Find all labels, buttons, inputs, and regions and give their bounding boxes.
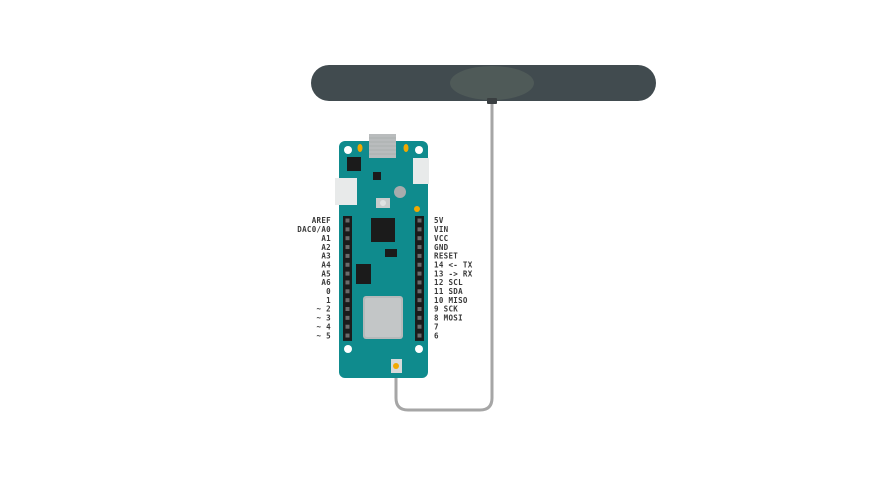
pin-header	[343, 216, 352, 341]
pin-label: VCC	[434, 234, 448, 243]
pin-label: 10 MISO	[434, 296, 468, 305]
pin	[417, 307, 422, 311]
pin-label: A5	[321, 269, 331, 278]
pin-label: 5V	[434, 216, 444, 225]
pin	[417, 227, 422, 232]
pin	[345, 218, 350, 223]
pin	[417, 245, 422, 250]
pin	[345, 289, 350, 294]
pin	[345, 333, 350, 338]
antenna-cable	[394, 104, 494, 412]
pin-label: 12 SCL	[434, 278, 463, 287]
pin	[417, 324, 422, 329]
pin	[345, 227, 350, 232]
pin	[417, 218, 422, 223]
pin-header	[415, 216, 424, 341]
pin-label: AREF	[312, 216, 331, 225]
pin-label: 11 SDA	[434, 287, 463, 296]
pin-label: 7	[434, 322, 439, 331]
mount-hole	[415, 146, 423, 154]
pin	[417, 253, 422, 258]
pin-label: A2	[321, 243, 331, 252]
pin	[345, 307, 350, 311]
pin	[345, 298, 350, 303]
antenna-highlight	[450, 66, 534, 100]
pin-label: ~ 5	[317, 331, 331, 340]
pin-label: 9 SCK	[434, 305, 458, 314]
pin	[345, 245, 350, 250]
pin	[417, 262, 422, 267]
mount-hole	[415, 345, 423, 353]
pin-label: A1	[321, 234, 331, 243]
pin-label: 6	[434, 331, 439, 340]
pin-label: A6	[321, 278, 331, 287]
pin-label: 1	[326, 296, 331, 305]
pin-label: A4	[321, 260, 331, 269]
pin	[345, 280, 350, 285]
pin-label: 14 <- TX	[434, 260, 473, 269]
pin	[417, 298, 422, 303]
pin-label: ~ 4	[317, 322, 332, 331]
pin-label: ~ 3	[317, 314, 332, 323]
mount-hole	[344, 146, 352, 154]
arduino-board	[335, 134, 429, 378]
mount-hole	[344, 345, 352, 353]
pin-label: GND	[434, 243, 449, 252]
pin	[417, 315, 422, 320]
pin-label: 13 -> RX	[434, 269, 473, 278]
right-header	[415, 216, 424, 341]
pin	[417, 333, 422, 338]
pin-label: 8 MOSI	[434, 314, 463, 323]
antenna-connector	[487, 98, 497, 104]
pin	[417, 289, 422, 294]
battery-connector	[335, 178, 357, 205]
pin	[345, 271, 350, 276]
pin	[417, 271, 422, 276]
pin-label: RESET	[434, 252, 458, 261]
pin	[345, 262, 350, 267]
pin	[345, 315, 350, 320]
pin	[417, 236, 422, 241]
pin-label: ~ 2	[317, 305, 331, 314]
pin	[417, 280, 422, 285]
pin	[345, 253, 350, 258]
power-connector	[413, 158, 429, 184]
pin	[345, 324, 350, 329]
pin-label: DAC0/A0	[297, 225, 331, 234]
pin-label: VIN	[434, 225, 449, 234]
left-header	[343, 216, 352, 341]
pin-label: A3	[321, 252, 331, 261]
pin	[345, 236, 350, 241]
pin-label: 0	[326, 287, 331, 296]
microcontroller	[371, 218, 395, 242]
